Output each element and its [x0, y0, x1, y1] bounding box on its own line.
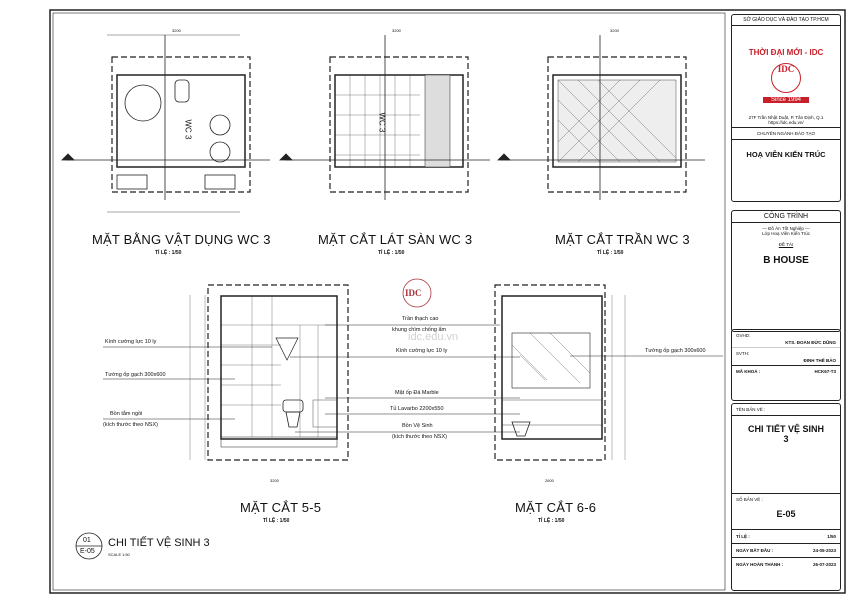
section55-dim-total: 3200: [270, 478, 279, 483]
sheet-no: E-05: [732, 509, 840, 530]
plan-wc3-floor: [279, 35, 490, 200]
address: 27F Trần Nhật Duật, P. Tân Định, Q.1: [748, 115, 824, 120]
note-tempered-glass: Kính cường lực 10 ly: [105, 339, 157, 345]
svth-label: SVTH:: [736, 351, 750, 356]
project-line2: Lớp Hoạ Viên Kiến Trúc: [762, 231, 810, 236]
note-mirror-glass: Kính cường lực 10 ly: [396, 348, 448, 354]
topic-label: ĐỀ TÀI: [778, 242, 794, 247]
plan-wc3-ceiling: [497, 35, 705, 200]
plan3-dim-total: 3200: [610, 28, 619, 33]
course-label: MÃ KHOÁ :: [736, 369, 761, 374]
title-block-project: CÔNG TRÌNH — Đồ Án Tốt Nghiệp — Lớp Hoạ …: [731, 210, 841, 332]
since-badge: Since 1994: [763, 97, 809, 103]
drawing-name-label: TÊN BẢN VẼ :: [732, 404, 840, 416]
idc-watermark-logo: [402, 278, 432, 308]
drawing-frame: [52, 12, 726, 591]
title-block-sheet: TÊN BẢN VẼ : CHI TIẾT VỆ SINH 3 SỐ BẢN V…: [731, 403, 841, 591]
course: HCK67-T3: [814, 369, 836, 374]
watermark-url: idc.edu.vn: [408, 331, 459, 343]
svth: ĐINH THẾ BẢO: [732, 356, 840, 366]
note-toilet-size: (kích thước theo NSX): [392, 434, 447, 440]
section-5-5: [189, 284, 349, 461]
department: SỞ GIÁO DỤC VÀ ĐÀO TẠO TP.HCM: [732, 15, 840, 26]
note-vanity: Tủ Lavarbo 2200x550: [390, 406, 444, 412]
major: HOẠ VIÊN KIẾN TRÚC: [746, 150, 826, 159]
end-label: NGÀY HOÀN THÀNH :: [736, 562, 784, 567]
sheet-tag-sheet: E-05: [80, 548, 95, 555]
end-date: 26-07-2023: [812, 562, 836, 567]
section55-scale: TỈ LỆ : 1/50: [263, 518, 290, 524]
sheet-frame: [49, 9, 846, 594]
drawing-name-2: 3: [783, 434, 789, 444]
sheet-tag-scale: 1:50: [122, 552, 130, 557]
title-block-school: SỞ GIÁO DỤC VÀ ĐÀO TẠO TP.HCM THỜI ĐẠI M…: [731, 14, 841, 202]
note-ceiling: Trần thạch cao: [402, 316, 439, 322]
note-bathtub: Bồn tắm ngồi: [110, 411, 143, 417]
gvhd: KTS. ĐOÀN ĐỨC DŨNG: [732, 338, 840, 348]
watermark-logo-text: IDC: [405, 288, 422, 298]
topic: B HOUSE: [763, 255, 809, 266]
title-block-people: GVHD: KTS. ĐOÀN ĐỨC DŨNG SVTH: ĐINH THẾ …: [731, 329, 841, 401]
note-bathtub-size: (kích thước theo NSX): [103, 422, 158, 428]
note-toilet: Bồn Vệ Sinh: [402, 423, 433, 429]
school-name: THỜI ĐẠI MỚI - IDC: [748, 48, 824, 57]
section66-scale: TỈ LỆ : 1/50: [538, 518, 565, 524]
plan3-title: MẶT CẮT TRẦN WC 3: [555, 232, 690, 247]
note-wall-tile-right: Tường ốp gạch 300x600: [645, 348, 706, 354]
note-wall-tile: Tường ốp gạch 300x600: [105, 372, 166, 378]
drawing-name: CHI TIẾT VỆ SINH: [747, 424, 824, 434]
section66-dim-total: 2600: [545, 478, 554, 483]
plan2-dim-total: 3200: [392, 28, 401, 33]
project-line1: — Đồ Án Tốt Nghiệp —: [762, 226, 810, 231]
section66-title: MẶT CẮT 6-6: [515, 500, 597, 515]
plan3-scale: TỈ LỆ : 1/50: [597, 250, 624, 256]
scale-label: TỈ LỆ :: [736, 534, 750, 539]
leader-lines: [103, 324, 723, 433]
scale: 1/50: [827, 534, 836, 539]
sheet-tag-number: 01: [83, 537, 91, 544]
note-marble: Mặt ốp Đá Marble: [395, 390, 439, 396]
major-label: CHUYÊN NGÀNH ĐÀO TẠO: [732, 128, 840, 140]
sheet-tag-scale-label: SCALE: [108, 552, 122, 557]
plan2-title: MẶT CẮT LÁT SÀN WC 3: [318, 232, 473, 247]
section55-title: MẶT CẮT 5-5: [240, 500, 322, 515]
start-date: 24-05-2023: [812, 548, 836, 553]
sheet-tag-title: CHI TIẾT VỆ SINH 3: [108, 537, 210, 549]
note-ceiling-frame: khung chìm chống ẩm: [392, 327, 447, 333]
project-label: CÔNG TRÌNH: [732, 211, 840, 223]
sheet-tag-symbol: [75, 532, 103, 560]
gvhd-label: GVHD:: [736, 333, 751, 338]
idc-logo: IDC: [771, 63, 801, 93]
section-6-6: [494, 284, 626, 461]
plan1-dim-total: 3200: [172, 28, 181, 33]
plan1-room-label: WC 3: [183, 119, 193, 140]
plan2-scale: TỈ LỆ : 1/50: [378, 250, 405, 256]
start-label: NGÀY BẮT ĐẦU :: [736, 548, 774, 553]
plan1-scale: TỈ LỆ : 1/50: [155, 250, 182, 256]
website[interactable]: https://idc.edu.vn/: [732, 120, 840, 128]
plan2-room-label: WC 3: [377, 112, 387, 133]
sheet-no-label: SỐ BẢN VẼ :: [732, 493, 840, 505]
plan1-title: MẶT BẰNG VẬT DỤNG WC 3: [92, 232, 271, 247]
plan-wc3-furniture: [61, 34, 270, 213]
